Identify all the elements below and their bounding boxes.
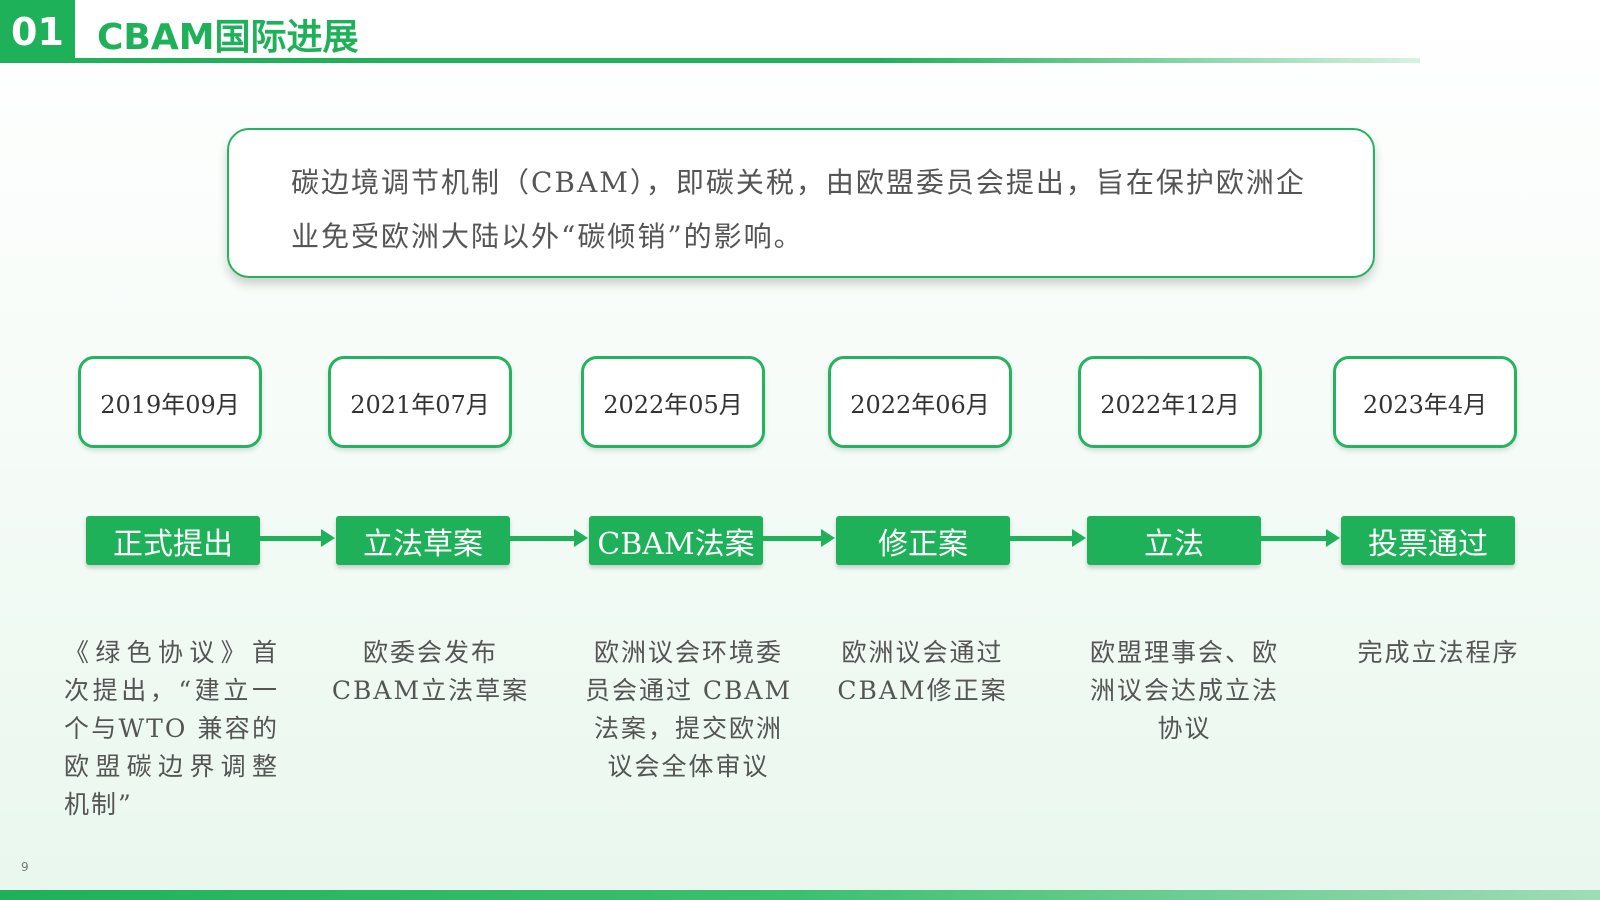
timeline-date-1: 2019年09月: [78, 356, 262, 448]
footer-bar: [0, 890, 1600, 900]
timeline-arrow-2: [510, 529, 588, 547]
intro-text: 碳边境调节机制（CBAM），即碳关税，由欧盟委员会提出，旨在保护欧洲企业免受欧洲…: [291, 166, 1306, 253]
timeline-arrow-4: [1010, 529, 1086, 547]
section-number-badge: 01: [0, 0, 75, 63]
timeline-date-6: 2023年4月: [1333, 356, 1517, 448]
timeline-stage-6: 投票通过: [1341, 516, 1515, 565]
timeline-stage-2: 立法草案: [336, 516, 510, 565]
timeline-arrow-5: [1261, 529, 1340, 547]
timeline-stage-1: 正式提出: [86, 516, 260, 565]
timeline-desc-4: 欧洲议会通过CBAM修正案: [837, 638, 1008, 705]
timeline-desc-1: 《绿色协议》首次提出，“建立一个与WTO 兼容的欧盟碳边界调整机制”: [64, 638, 279, 819]
timeline-desc-3: 欧洲议会环境委员会通过 CBAM法案，提交欧洲议会全体审议: [584, 638, 793, 781]
timeline-desc-6: 完成立法程序: [1357, 638, 1520, 667]
intro-box: 碳边境调节机制（CBAM），即碳关税，由欧盟委员会提出，旨在保护欧洲企业免受欧洲…: [227, 128, 1375, 278]
timeline-date-5: 2022年12月: [1078, 356, 1262, 448]
timeline-date-4: 2022年06月: [828, 356, 1012, 448]
timeline-arrow-3: [763, 529, 835, 547]
timeline-date-2: 2021年07月: [328, 356, 512, 448]
timeline-stage-5: 立法: [1087, 516, 1261, 565]
timeline-desc-2: 欧委会发布CBAM立法草案: [331, 638, 530, 705]
timeline-arrow-1: [260, 529, 335, 547]
page-number: 9: [21, 860, 29, 874]
timeline-desc-5: 欧盟理事会、欧洲议会达成立法协议: [1089, 638, 1279, 743]
page-title: CBAM国际进展: [97, 17, 359, 58]
title-underline: [75, 58, 1420, 63]
timeline-stage-3: CBAM法案: [589, 516, 763, 565]
timeline-date-3: 2022年05月: [581, 356, 765, 448]
timeline-stage-4: 修正案: [836, 516, 1010, 565]
